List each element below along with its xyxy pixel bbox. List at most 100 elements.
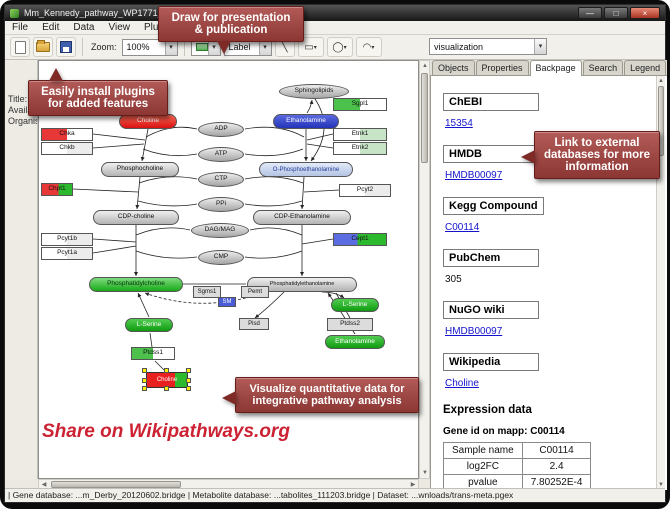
pathway-node-adp[interactable]: ADP	[198, 122, 244, 137]
pathway-node-ethanolamine-green[interactable]: Ethanolamine	[325, 335, 385, 349]
save-button[interactable]	[56, 37, 76, 57]
line-tool-button[interactable]: ╲	[274, 37, 295, 57]
pathway-canvas[interactable]: Sphingolipids Sgpl1 Choline Ethanolamine…	[38, 60, 419, 479]
selection-handle[interactable]	[142, 378, 147, 383]
hmdb-link[interactable]: HMDB00097	[445, 170, 503, 181]
canvas-vertical-scrollbar[interactable]: ▲ ▼	[419, 60, 430, 479]
open-file-button[interactable]	[33, 37, 53, 57]
tab-objects[interactable]: Objects	[432, 60, 475, 75]
datanode-icon	[195, 43, 208, 51]
close-button[interactable]: ×	[630, 7, 660, 19]
horizontal-scroll-thumb[interactable]	[51, 481, 181, 488]
selection-handle[interactable]	[164, 368, 169, 373]
selection-handle[interactable]	[186, 386, 191, 391]
pathway-node-sphingolipids[interactable]: Sphingolipids	[279, 84, 349, 99]
callout-visualize: Visualize quantitative data for integrat…	[222, 377, 419, 413]
selection-handle[interactable]	[186, 378, 191, 383]
scroll-up-icon[interactable]: ▲	[422, 63, 428, 69]
pathway-node-cdp-ethanolamine[interactable]: CDP-Ethanolamine	[253, 210, 351, 225]
scroll-down-icon[interactable]: ▼	[422, 470, 428, 476]
kegg-link[interactable]: C00114	[445, 222, 480, 233]
pathway-node-l-serine-right[interactable]: L-Serine	[331, 298, 379, 312]
pathway-node-pemt[interactable]: Pemt	[241, 286, 269, 298]
pathway-node-sm[interactable]: SM	[218, 297, 236, 307]
open-folder-icon	[36, 40, 50, 52]
chevron-down-icon[interactable]: ▾	[258, 39, 271, 55]
zoom-combobox[interactable]: 100% ▾	[121, 38, 178, 56]
menu-file[interactable]: File	[12, 22, 29, 33]
nugo-link[interactable]: HMDB00097	[445, 326, 503, 337]
pathway-node-ptdss1[interactable]: Ptdss1	[131, 347, 175, 360]
scroll-right-icon[interactable]: ▶	[410, 482, 416, 488]
chevron-down-icon[interactable]: ▾	[164, 39, 177, 55]
pathway-node-cept1[interactable]: Cept1	[333, 233, 387, 246]
tab-search[interactable]: Search	[582, 60, 624, 75]
callout-pointer-down	[217, 41, 231, 54]
selection-handle[interactable]	[142, 386, 147, 391]
selection-handle[interactable]	[142, 368, 147, 373]
tab-legend[interactable]: Legend	[624, 60, 667, 75]
callout-visualize-text: Visualize quantitative data for integrat…	[249, 383, 405, 407]
pathway-node-phosphocholine[interactable]: Phosphocholine	[101, 162, 179, 177]
pathway-node-pcyt2[interactable]: Pcyt2	[339, 184, 391, 197]
pathway-node-o-phosphoethanolamine[interactable]: O-Phosphoethanolamine	[259, 162, 353, 177]
pathway-node-sgms1[interactable]: Sgms1	[193, 286, 221, 298]
chevron-down-icon[interactable]: ▾	[534, 39, 546, 54]
pathway-node-l-serine-left[interactable]: L-Serine	[125, 318, 173, 332]
panel-scroll-thumb[interactable]	[658, 86, 664, 156]
pathway-node-chkb[interactable]: Chkb	[41, 142, 93, 155]
callout-pointer-left	[222, 391, 236, 405]
selection-handle[interactable]	[164, 386, 169, 391]
pathway-node-choline[interactable]: Choline	[119, 114, 177, 129]
oval-tool-button[interactable]: ◯▾	[326, 37, 353, 57]
pathway-node-cmp[interactable]: CMP	[198, 250, 244, 265]
pathway-node-dag-mag[interactable]: DAG/MAG	[191, 223, 249, 238]
pathway-node-etnk1[interactable]: Etnk1	[333, 128, 387, 141]
backpage-section-hmdb: HMDB HMDB00097	[443, 144, 657, 183]
new-file-button[interactable]	[10, 37, 30, 57]
pathway-node-pcyt1b[interactable]: Pcyt1b	[41, 233, 93, 246]
pathway-node-chka[interactable]: Chka	[41, 128, 93, 141]
chevron-down-icon[interactable]: ▾	[207, 39, 220, 55]
pathway-connectors	[72, 98, 356, 373]
toolbar-separator	[183, 38, 185, 56]
rectangle-tool-button[interactable]: ▭▾	[297, 37, 324, 57]
pathway-node-etnk2[interactable]: Etnk2	[333, 142, 387, 155]
wikipedia-header: Wikipedia	[443, 353, 539, 371]
chebi-link[interactable]: 15354	[445, 118, 473, 129]
menu-data[interactable]: Data	[73, 22, 95, 33]
selection-handle[interactable]	[186, 368, 191, 373]
callout-draw-text: Draw for presentation & publication	[171, 12, 291, 36]
wikipedia-link[interactable]: Choline	[445, 378, 479, 389]
menu-view[interactable]: View	[108, 22, 130, 33]
panel-scrollbar[interactable]: ▲ ▼	[656, 76, 665, 490]
pathway-node-ethanolamine[interactable]: Ethanolamine	[273, 114, 339, 129]
menu-edit[interactable]: Edit	[42, 22, 60, 33]
scroll-up-icon[interactable]: ▲	[658, 78, 664, 84]
vertical-scroll-thumb[interactable]	[421, 73, 428, 163]
pathway-node-ctp[interactable]: CTP	[198, 172, 244, 187]
arc-tool-button[interactable]: ◠▾	[355, 37, 382, 57]
backpage-section-kegg: Kegg Compound C00114	[443, 196, 657, 235]
pathway-node-pcyt1a[interactable]: Pcyt1a	[41, 247, 93, 260]
info-field-availability: Availab	[8, 105, 38, 115]
pathway-node-phosphatidylethanolamine[interactable]: Phosphatidylethanolamine	[247, 277, 357, 292]
expression-table: Sample name C00114 log2FC 2.4 pvalue 7.8…	[443, 442, 592, 490]
pathway-node-cdp-choline[interactable]: CDP-choline	[93, 210, 179, 225]
minimize-button[interactable]: —	[578, 7, 602, 19]
tab-backpage[interactable]: Backpage	[529, 60, 582, 76]
pathway-node-pisd[interactable]: Pisd	[239, 318, 269, 330]
scroll-left-icon[interactable]: ◀	[41, 482, 47, 488]
maximize-button[interactable]: □	[604, 7, 628, 19]
pathway-node-ppi[interactable]: PPi	[198, 197, 244, 212]
pathway-node-phosphatidylcholine[interactable]: Phosphatidylcholine	[89, 277, 183, 292]
pathway-node-ptdss2[interactable]: Ptdss2	[327, 318, 373, 331]
tab-properties[interactable]: Properties	[475, 60, 529, 75]
pathway-node-choline-selected[interactable]: Choline	[142, 368, 191, 391]
visualization-combobox[interactable]: visualization ▾	[429, 38, 547, 55]
pathway-node-atp[interactable]: ATP	[198, 147, 244, 162]
scroll-down-icon[interactable]: ▼	[658, 482, 664, 488]
pathway-node-chpt1[interactable]: Chpt1	[41, 183, 73, 196]
chevron-down-icon: ▾	[343, 44, 347, 51]
pathway-node-sgpl1[interactable]: Sgpl1	[333, 98, 387, 111]
